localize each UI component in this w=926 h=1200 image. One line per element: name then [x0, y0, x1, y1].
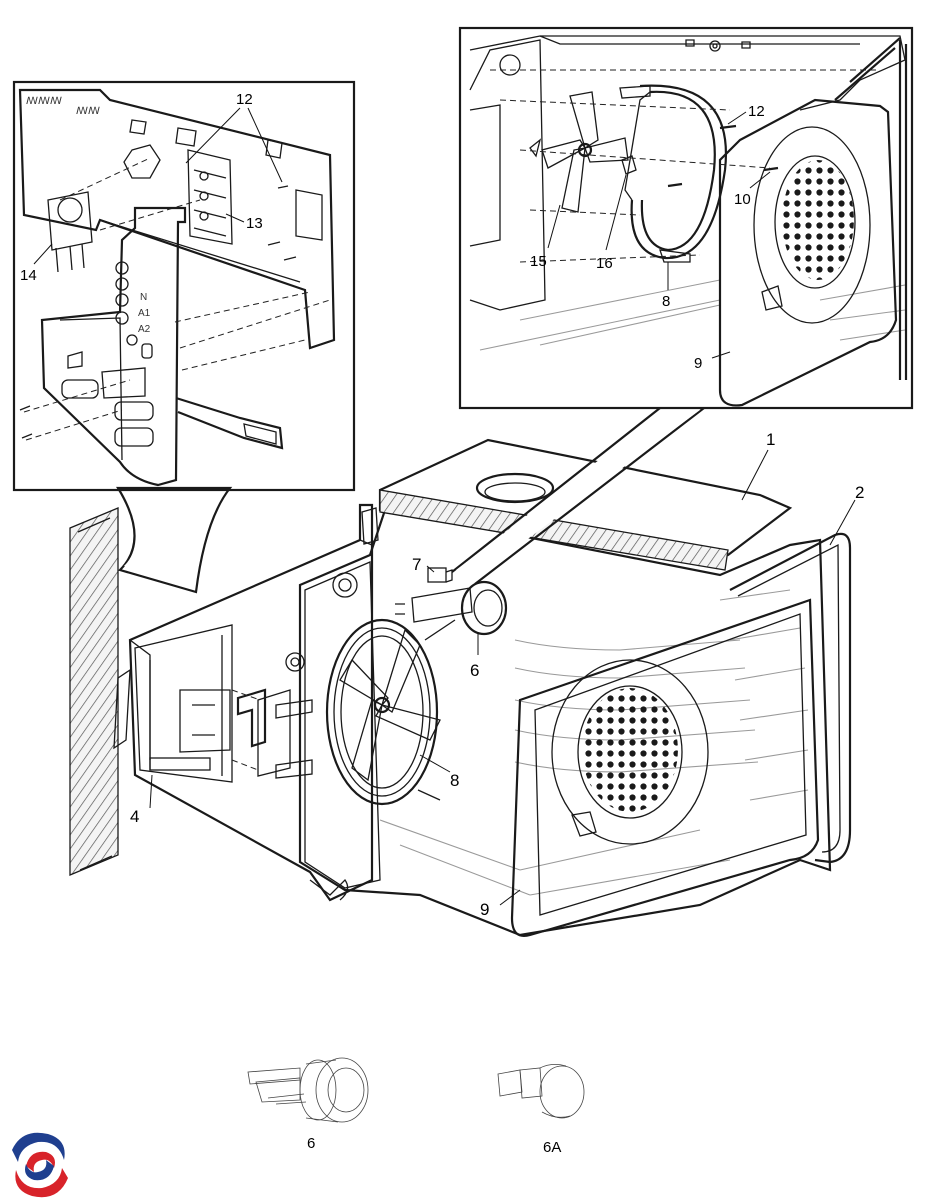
- bottom-part-label-6a: 6A: [543, 1139, 561, 1156]
- inset-left-controls: ꟿꟿꟿ ꟿꟿ N A1 A2: [12, 80, 356, 492]
- callout-7: 7: [412, 555, 421, 574]
- inset-right-callout-16: 16: [596, 255, 613, 272]
- inset-right-connector-fill: [456, 410, 700, 580]
- control-panel-bracket: N A1 A2: [40, 206, 187, 487]
- rear-panel: [128, 503, 374, 902]
- terminal-label-n: N: [140, 292, 147, 303]
- inset-left-callout-12: 12: [236, 91, 253, 108]
- fan-blade: [339, 628, 441, 782]
- cavity-rear-wall: [304, 561, 381, 889]
- callout-2: 2: [855, 483, 864, 502]
- callout-4: 4: [130, 807, 139, 826]
- side-insulation-face: [77, 517, 113, 871]
- cavity-front-frame: [510, 598, 820, 937]
- rear-wall-strip: [361, 507, 379, 545]
- lamp-part-6a: 6A: [497, 1064, 585, 1156]
- callout-8: 8: [450, 771, 459, 790]
- side-insulation-panel: [69, 507, 119, 876]
- inset-left-callout-14: 14: [20, 267, 37, 284]
- main-assembly: 1 2 4 6 7 8 9: [69, 430, 864, 937]
- inset-right-callout-9: 9: [694, 355, 702, 372]
- terminal-label-a2: A2: [138, 324, 151, 335]
- terminal-label-a1: A1: [138, 308, 151, 319]
- fan-motor: [47, 191, 93, 273]
- cooling-bracket: [113, 624, 233, 783]
- door-seal-inner: [737, 543, 841, 853]
- inset-right-fan: 12 10 15 16 8 9: [458, 26, 914, 410]
- inset-left-connector: [116, 486, 233, 594]
- selector-switch: [187, 149, 233, 245]
- svg-text:ꟿꟿꟿ: ꟿꟿꟿ: [26, 96, 62, 107]
- door-seal: [729, 532, 852, 864]
- callout-6: 6: [470, 661, 479, 680]
- terminal-block: [427, 567, 453, 583]
- fan-cover: [551, 659, 709, 845]
- inset-right-callout-10: 10: [734, 191, 751, 208]
- inset-right-callout-8: 8: [662, 293, 670, 310]
- inset-left-connector-fill: [122, 490, 226, 588]
- heating-element-ring: [325, 618, 456, 806]
- inset-fan-blade: [529, 91, 629, 213]
- svg-text:ꟿꟿ: ꟿꟿ: [76, 106, 100, 117]
- bottom-part-label-6: 6: [307, 1135, 315, 1152]
- callout-1: 1: [766, 430, 775, 449]
- inset-right-callout-15: 15: [530, 253, 547, 270]
- rear-wall-hole: [332, 572, 358, 598]
- callout-9: 9: [480, 900, 489, 919]
- main-callouts: 1 2 4 6 7 8 9: [130, 430, 864, 919]
- inset-right-callout-12: 12: [748, 103, 765, 120]
- inset-right-connector: [451, 407, 705, 585]
- inset-left-callout-13: 13: [246, 215, 263, 232]
- cavity-floor: [379, 819, 731, 896]
- lamp-part-6: 6: [247, 1057, 369, 1152]
- swirl-logo-icon: [8, 1132, 72, 1198]
- inset-heating-element: [619, 84, 728, 263]
- oven-lamp: [395, 580, 508, 636]
- top-insulation: [378, 438, 793, 571]
